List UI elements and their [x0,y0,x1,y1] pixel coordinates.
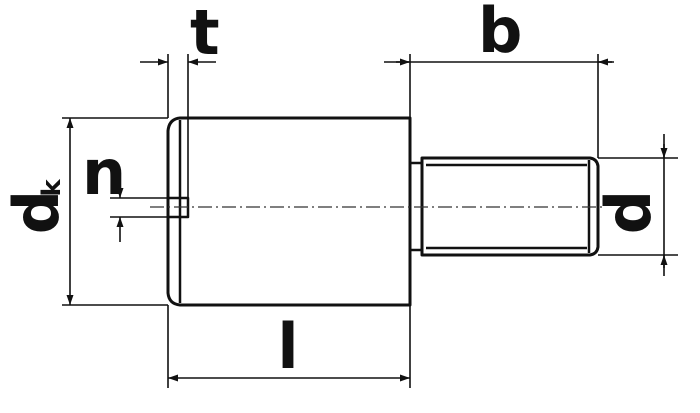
label-n: n [82,136,126,209]
label-b: b [478,0,522,67]
dimension-lines [62,54,678,388]
label-dk: d [0,190,73,234]
part-outline [166,116,600,307]
label-d: d [592,190,665,234]
label-l: l [277,310,298,383]
label-t: t [190,0,220,69]
head-outline [166,116,412,307]
label-dk-subscript: k [37,179,67,197]
thread-outline [420,156,600,257]
